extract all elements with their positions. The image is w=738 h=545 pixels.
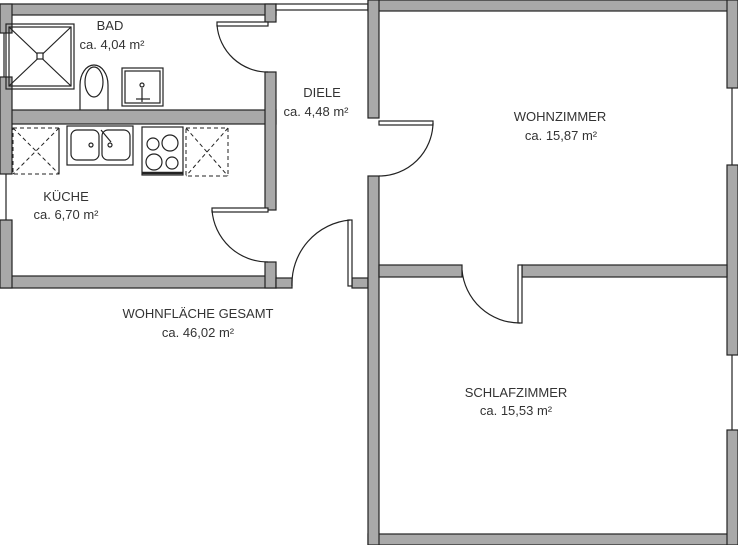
shower-icon [5,23,75,90]
door-entrance [291,219,353,287]
dishwasher-icon [185,127,229,177]
walls-right-block [367,0,738,545]
room-area-wohnzimmer: ca. 15,87 m² [525,128,598,143]
room-name-diele: DIELE [303,85,341,100]
room-area-kueche: ca. 6,70 m² [33,207,99,222]
room-name-bad: BAD [97,18,124,33]
room-name-schlafzimmer: SCHLAFZIMMER [465,385,568,400]
windows-left-block [3,33,7,220]
walls-left-block [0,3,369,289]
total-area-value: ca. 46,02 m² [162,325,235,340]
washbasin-icon [121,67,164,107]
door-schlafzimmer [461,264,523,324]
kitchen-sink-icon [66,125,134,166]
door-kueche [211,207,269,263]
fridge-icon [12,127,60,175]
door-wohnzimmer [378,120,434,177]
total-area-label: WOHNFLÄCHE GESAMT [123,306,274,321]
toilet-icon [79,64,109,110]
stove-icon [141,126,184,176]
room-name-kueche: KÜCHE [43,189,89,204]
room-area-schlafzimmer: ca. 15,53 m² [480,403,553,418]
door-bad [216,21,269,73]
room-name-wohnzimmer: WOHNZIMMER [514,109,606,124]
room-area-diele: ca. 4,48 m² [283,104,349,119]
room-area-bad: ca. 4,04 m² [79,37,145,52]
